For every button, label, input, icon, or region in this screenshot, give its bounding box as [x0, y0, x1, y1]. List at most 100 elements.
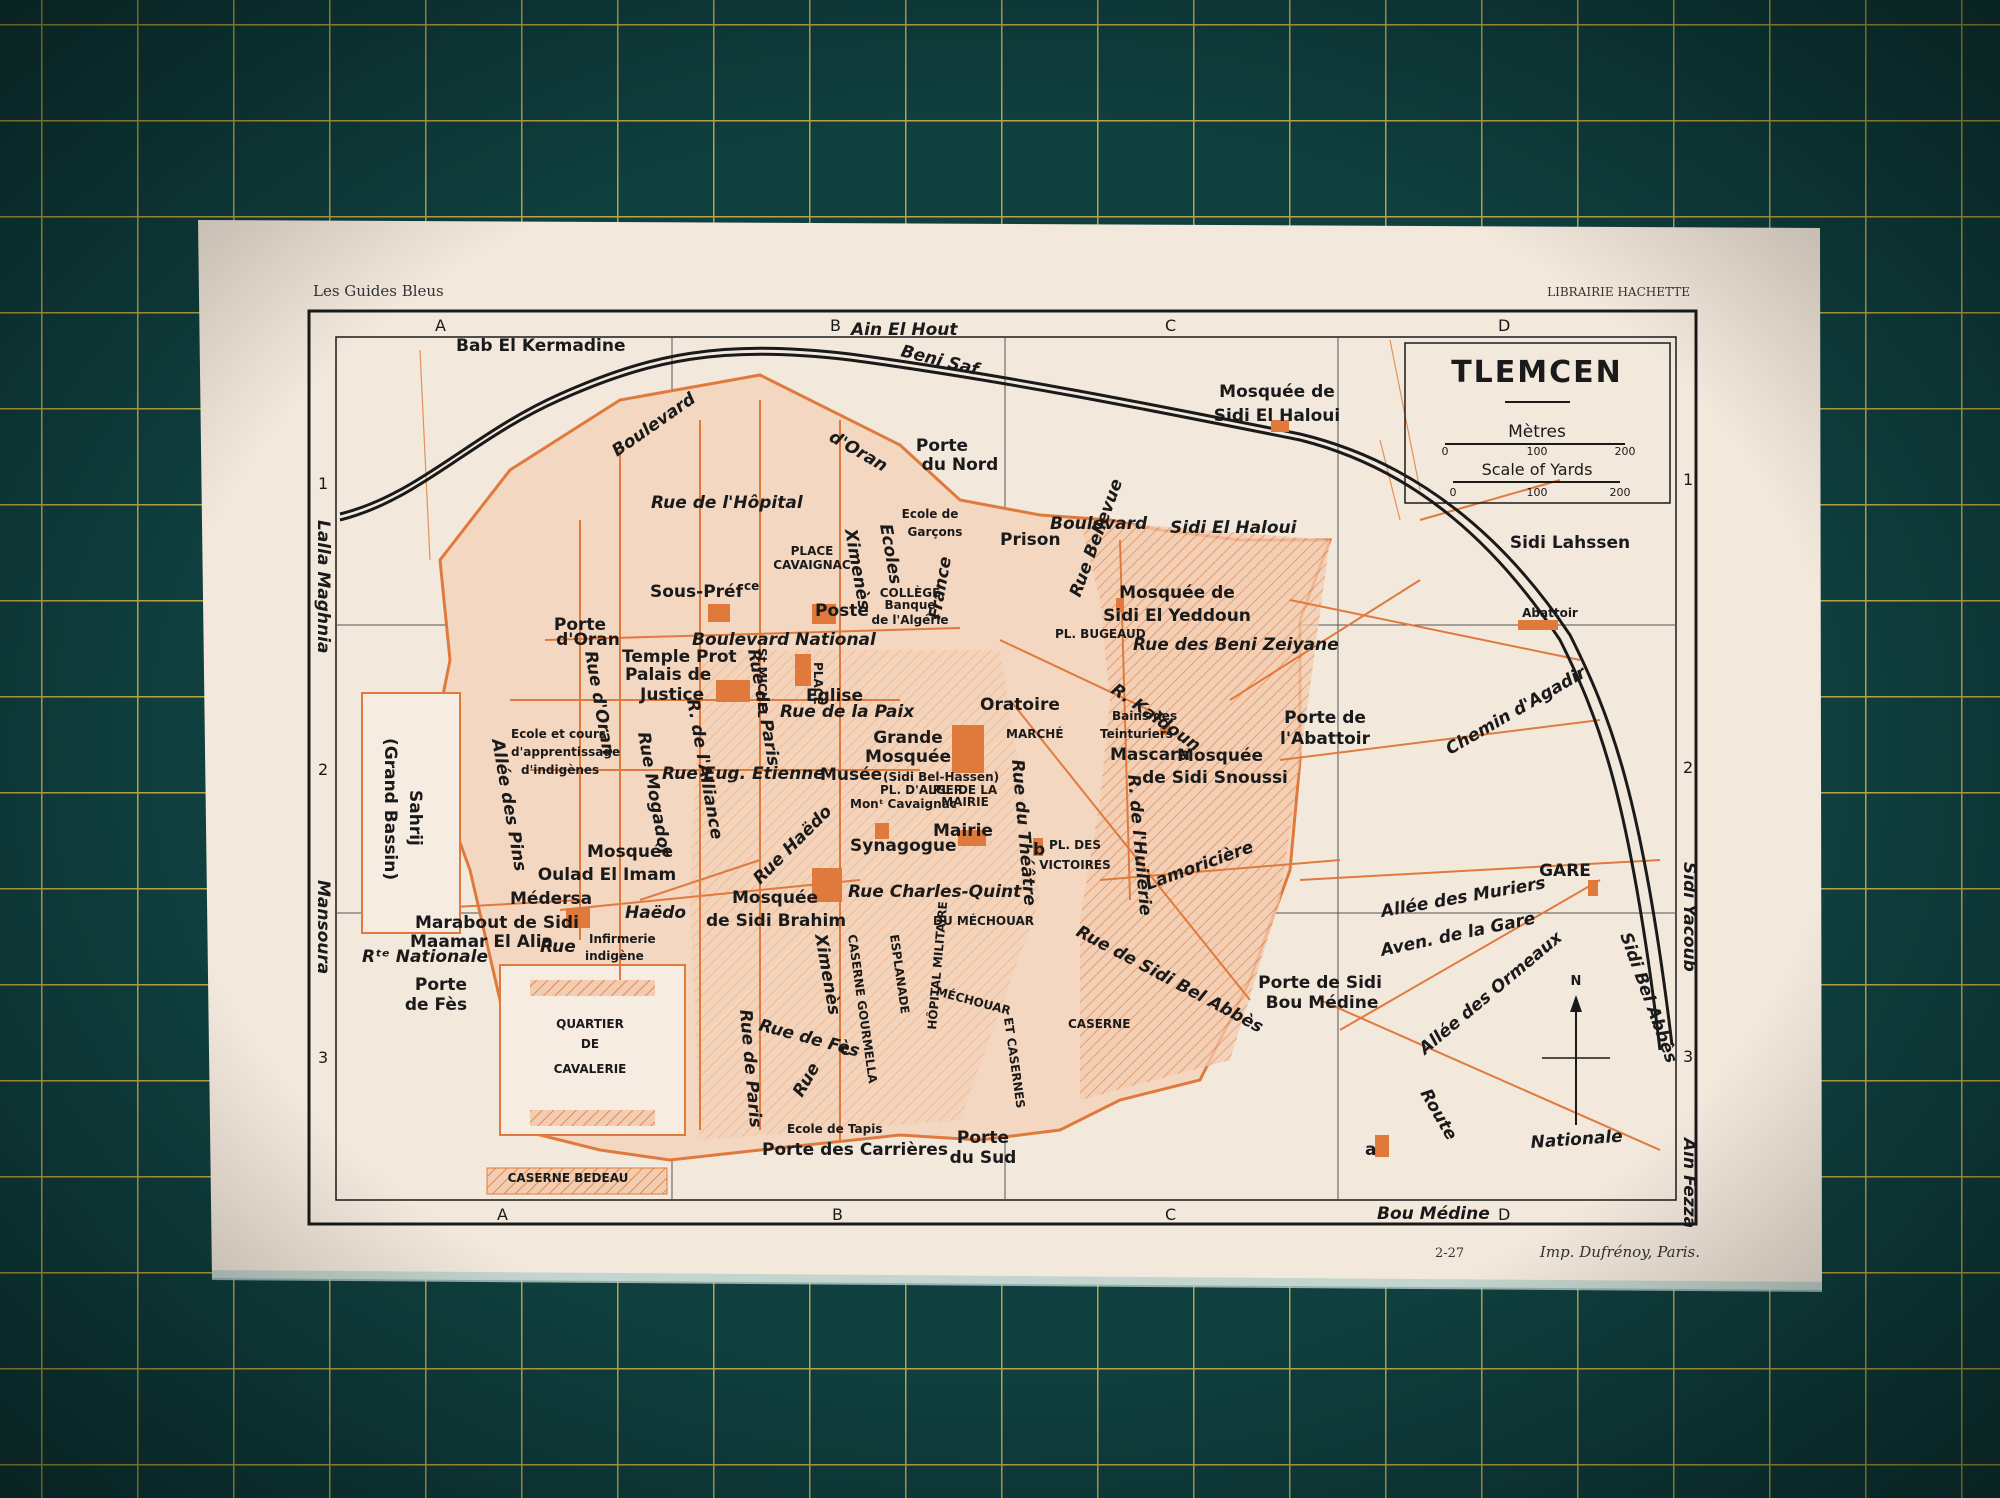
label-mosquee-snoussi-1: Mosquée: [1177, 746, 1263, 766]
label-infirmerie-2: indigène: [585, 949, 644, 963]
label-mon-cavaignac: Monᵗ Cavaignac: [850, 797, 957, 811]
footer-code: 2-27: [1435, 1246, 1464, 1261]
label-mosquee-haloui-1: Mosquée de: [1219, 382, 1335, 402]
label-porte-abattoir-2: l'Abattoir: [1280, 729, 1371, 749]
label-mosquee-yeddoun-2: Sidi El Yeddoun: [1103, 606, 1251, 626]
label-quartier-1: QUARTIER: [556, 1017, 624, 1031]
scale-y-200: 200: [1610, 486, 1631, 499]
label-sidi-lahssen: Sidi Lahssen: [1510, 533, 1630, 553]
label-ecole-cours-1: Ecole et cours: [511, 727, 606, 741]
label-sous-pref-sup: ce: [744, 579, 759, 593]
grid-col-d-top: D: [1498, 316, 1510, 335]
label-mosquee-yeddoun-1: Mosquée de: [1119, 583, 1235, 603]
label-sahrij-2: (Grand Bassin): [380, 738, 400, 880]
label-pl-victoires-1: PL. DES: [1049, 838, 1101, 852]
label-sidi-bel-hassen: (Sidi Bel-Hassen): [883, 770, 999, 784]
grid-row-2-left: 2: [318, 760, 328, 779]
label-mosquee-imam-2: Oulad El Imam: [538, 865, 677, 885]
label-bou-medine: Bou Médine: [1377, 1204, 1490, 1224]
label-haedo2: Haëdo: [625, 903, 686, 923]
grid-row-3-right: 3: [1683, 1047, 1693, 1066]
label-porte-oran-2: d'Oran: [556, 630, 620, 650]
label-rue-paix: Rue de la Paix: [780, 702, 915, 722]
label-lalla-maghnia: Lalla Maghnia: [313, 520, 333, 653]
grid-row-3-left: 3: [318, 1048, 328, 1067]
label-bains-2: Teinturiers: [1100, 727, 1173, 741]
label-porte-sud-2: du Sud: [950, 1148, 1017, 1168]
label-porte-bou-medine-1: Porte de Sidi: [1258, 973, 1382, 993]
grid-row-1-right: 1: [1683, 470, 1693, 489]
label-porte-fes-1: Porte: [415, 975, 467, 995]
label-pl-victoires-2: VICTOIRES: [1039, 858, 1111, 872]
label-grande-mosquee-1: Grande: [873, 728, 943, 748]
label-musee: Musée: [820, 765, 882, 785]
label-medersa: Médersa: [510, 889, 592, 909]
label-sahrij-1: Sahrij: [405, 790, 425, 846]
grid-col-d-bottom: D: [1498, 1205, 1510, 1224]
north-label: N: [1571, 974, 1582, 989]
grid-col-c-bottom: C: [1165, 1205, 1176, 1224]
grid-row-2-right: 2: [1683, 758, 1693, 777]
label-grande-mosquee-2: Mosquée: [865, 747, 951, 767]
label-infirmerie-1: Infirmerie: [589, 932, 656, 946]
label-ecole-tapis: Ecole de Tapis: [787, 1122, 882, 1136]
label-porte-sud-1: Porte: [957, 1128, 1009, 1148]
scale-m-200: 200: [1615, 445, 1636, 458]
label-mosquee-imam-1: Mosquée: [587, 842, 673, 862]
label-mosquee-brahim-1: Mosquée: [732, 888, 818, 908]
label-c-mark: c: [840, 1040, 850, 1060]
label-rue-hopital: Rue de l'Hôpital: [651, 493, 804, 513]
label-marabout-1: Marabout de Sidi: [415, 913, 579, 933]
label-ecole-cours-3: d'indigènes: [521, 763, 599, 777]
label-porte-nord-2: du Nord: [922, 455, 999, 475]
grid-row-1-left: 1: [318, 474, 328, 493]
label-porte-fes-2: de Fès: [405, 995, 467, 1015]
label-mosquee-brahim-2: de Sidi Brahim: [706, 911, 846, 931]
label-place-cavaignac-2: CAVAIGNAC: [773, 558, 851, 572]
header-left: Les Guides Bleus: [313, 282, 444, 300]
label-gare: GARE: [1539, 861, 1591, 881]
label-ecole-garcons-1: Ecole de: [902, 507, 959, 521]
label-rte-nationale: Rᵗᵉ Nationale: [362, 947, 488, 967]
label-quartier-2: DE: [581, 1037, 599, 1051]
label-rue: Rue: [540, 937, 576, 957]
grid-col-b-top: B: [830, 316, 841, 335]
label-a-mark: a: [1365, 1140, 1376, 1160]
label-bains-1: Bains des: [1112, 709, 1177, 723]
label-place-cavaignac-1: PLACE: [791, 544, 834, 558]
label-ecole-garcons-2: Garçons: [908, 525, 963, 539]
grid-col-c-top: C: [1165, 316, 1176, 335]
label-ain-fezza: Ain Fezza: [1679, 1136, 1699, 1228]
label-mairie: Mairie: [933, 821, 993, 841]
scale-y-0: 0: [1450, 486, 1457, 499]
label-rue-beni-zeiyane: Rue des Beni Zeiyane: [1133, 635, 1339, 655]
label-quartier-3: CAVALERIE: [554, 1062, 627, 1076]
label-mosquee-snoussi-2: de Sidi Snoussi: [1142, 768, 1288, 788]
label-palais-1: Palais de: [625, 665, 711, 685]
label-bab-el-kermadine: Bab El Kermadine: [456, 336, 625, 356]
label-sous-pref: Sous-Préf: [650, 582, 744, 602]
label-oratoire: Oratoire: [980, 695, 1060, 715]
label-b-mark: b: [1033, 840, 1045, 860]
header-right: LIBRAIRIE HACHETTE: [1547, 285, 1690, 299]
scale-y-100: 100: [1527, 486, 1548, 499]
label-porte-nord-1: Porte: [916, 436, 968, 456]
scale-metres-label: Mètres: [1508, 422, 1566, 442]
label-rue-eug-etienne: Rue Eug. Etienne: [662, 764, 825, 784]
scale-m-100: 100: [1527, 445, 1548, 458]
label-porte-abattoir-1: Porte de: [1284, 708, 1366, 728]
grid-col-b-bottom: B: [832, 1205, 843, 1224]
label-porte-bou-medine-2: Bou Médine: [1266, 993, 1379, 1013]
label-abattoir: Abattoir: [1522, 606, 1578, 620]
label-ain-el-hout: Ain El Hout: [849, 320, 958, 340]
label-temple-prot: Temple Prot: [622, 647, 737, 667]
label-poste: Poste: [815, 601, 869, 621]
label-boulevard-haloui-2: Sidi El Haloui: [1170, 518, 1298, 538]
label-porte-carrieres: Porte des Carrières: [762, 1140, 948, 1160]
label-sidi-yacoub: Sidi Yacoub: [1679, 862, 1699, 972]
label-caserne: CASERNE: [1068, 1017, 1130, 1031]
grid-col-a-bottom: A: [497, 1205, 508, 1224]
grid-col-a-top: A: [435, 316, 446, 335]
label-mansoura: Mansoura: [313, 880, 333, 974]
